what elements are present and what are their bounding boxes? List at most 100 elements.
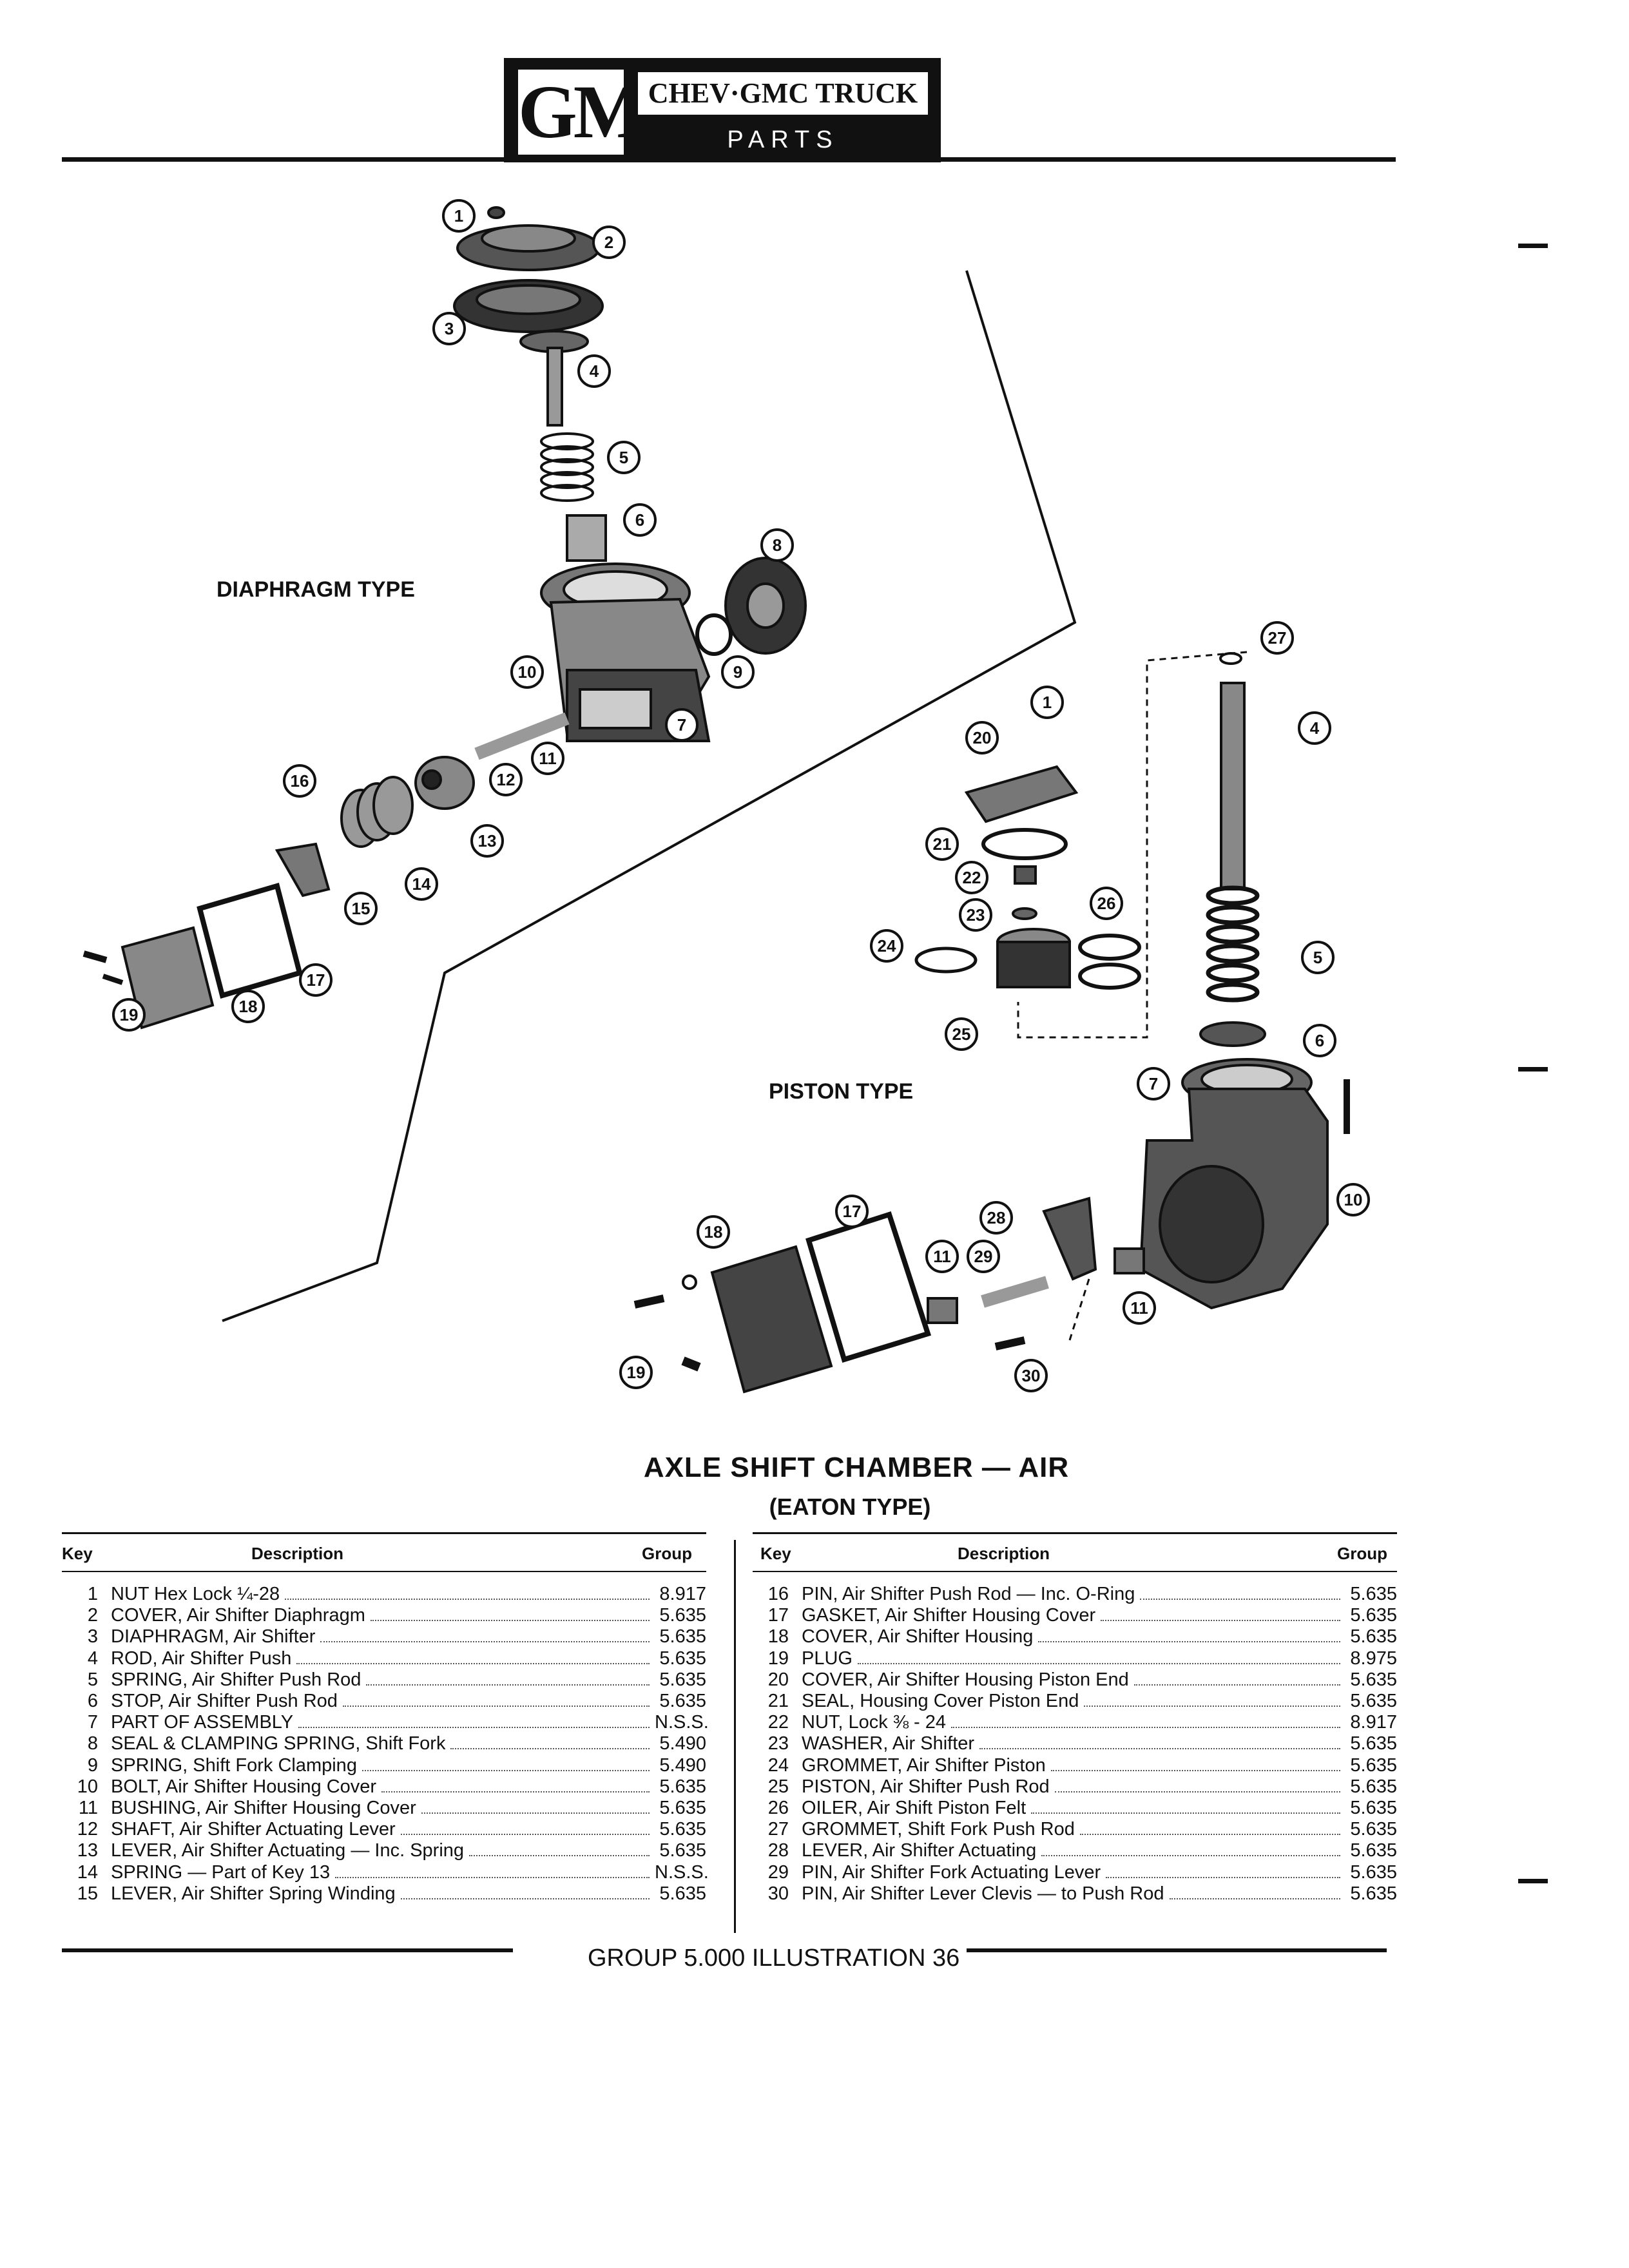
- part-stop: [566, 514, 607, 562]
- callout-p7: 7: [1137, 1067, 1170, 1100]
- svg-text:10: 10: [1344, 1190, 1363, 1209]
- svg-text:7: 7: [1149, 1074, 1158, 1093]
- part-group: 5.635: [659, 1883, 706, 1904]
- part-group: 5.635: [659, 1776, 706, 1797]
- svg-text:1: 1: [1043, 693, 1052, 712]
- part-gasket: [197, 883, 303, 999]
- svg-text:27: 27: [1268, 628, 1287, 648]
- svg-text:4: 4: [1310, 718, 1320, 738]
- part-key: 19: [767, 1648, 789, 1669]
- leader-dots: [1054, 1791, 1340, 1792]
- callout-p19: 19: [619, 1356, 653, 1389]
- part-nut: [487, 206, 505, 219]
- col-header-description: Description: [251, 1544, 344, 1563]
- callout-29: 29: [967, 1240, 1000, 1273]
- callout-27: 27: [1260, 621, 1294, 655]
- part-group: 5.635: [659, 1819, 706, 1840]
- callout-p11b: 11: [1123, 1291, 1156, 1325]
- leader-dots: [469, 1855, 650, 1857]
- part-piston-end-cover: [964, 765, 1079, 823]
- svg-text:5: 5: [619, 448, 628, 467]
- svg-text:11: 11: [539, 749, 557, 768]
- svg-text:30: 30: [1022, 1366, 1041, 1385]
- svg-text:11: 11: [1130, 1298, 1148, 1318]
- part-group: 5.635: [1350, 1626, 1397, 1648]
- part-piston-actuating-lever: [1042, 1196, 1097, 1281]
- brand-title: CHEV·GMC TRUCK: [638, 72, 928, 115]
- page-subtitle: (EATON TYPE): [769, 1494, 931, 1520]
- part-piston-spring: [1206, 885, 1260, 1003]
- piston-type-label: PISTON TYPE: [769, 1079, 914, 1104]
- part-winding-lever: [275, 842, 331, 898]
- callout-8: 8: [760, 528, 794, 562]
- part-key: 6: [87, 1691, 98, 1711]
- part-description: NUT, Lock ⅜ - 24: [802, 1712, 947, 1733]
- part-clevis-pin: [994, 1336, 1026, 1350]
- svg-text:21: 21: [933, 834, 952, 854]
- part-description: OILER, Air Shift Piston Felt: [802, 1798, 1027, 1818]
- part-key: 17: [767, 1605, 789, 1626]
- svg-text:6: 6: [1315, 1031, 1324, 1050]
- header-rule: [62, 157, 1396, 162]
- callout-20: 20: [965, 721, 999, 754]
- part-group: 5.490: [659, 1733, 706, 1754]
- svg-text:13: 13: [478, 831, 497, 850]
- part-key: 4: [87, 1648, 98, 1669]
- callout-22: 22: [955, 861, 988, 894]
- footer-rule-left: [62, 1948, 513, 1952]
- leader-dots: [979, 1748, 1340, 1750]
- callout-p17: 17: [835, 1195, 869, 1228]
- part-key: 24: [767, 1754, 789, 1776]
- part-description: LEVER, Air Shifter Actuating: [802, 1840, 1037, 1861]
- leader-dots: [296, 1662, 650, 1664]
- part-description: LEVER, Air Shifter Actuating — Inc. Spri…: [111, 1840, 465, 1861]
- callout-p6: 6: [1303, 1024, 1336, 1057]
- part-key: 21: [767, 1691, 789, 1711]
- leader-dots: [1031, 1812, 1340, 1814]
- table-header-rule: [62, 1571, 706, 1572]
- part-piston-seal: [981, 828, 1068, 860]
- callout-28: 28: [979, 1201, 1013, 1235]
- part-group: 5.635: [659, 1605, 706, 1626]
- svg-text:3: 3: [445, 319, 454, 338]
- part-description: GROMMET, Shift Fork Push Rod: [802, 1819, 1075, 1840]
- part-washer: [1012, 907, 1037, 920]
- svg-text:2: 2: [604, 233, 613, 252]
- leader-dots: [450, 1748, 650, 1750]
- leader-dots: [342, 1706, 650, 1707]
- part-key: 26: [767, 1798, 789, 1818]
- leader-dots: [857, 1662, 1340, 1664]
- part-key: 9: [87, 1754, 98, 1776]
- svg-text:20: 20: [973, 728, 992, 747]
- callout-markers: 1 2 3 4 5 6 8 10 9 7 11 12 16 13 14 15 1…: [112, 199, 1370, 1392]
- part-key: 1: [87, 1584, 98, 1604]
- leader-dots: [285, 1599, 650, 1600]
- part-description: LEVER, Air Shifter Spring Winding: [111, 1883, 396, 1904]
- part-group: 5.635: [659, 1626, 706, 1648]
- part-piston-housing: [1139, 1058, 1329, 1310]
- part-description: COVER, Air Shifter Housing Piston End: [802, 1669, 1129, 1690]
- part-description: PIN, Air Shifter Lever Clevis — to Push …: [802, 1883, 1164, 1904]
- leader-dots: [320, 1641, 650, 1643]
- part-group: 5.490: [659, 1754, 706, 1776]
- leader-dots: [1140, 1599, 1340, 1600]
- margin-tick: [1518, 1879, 1548, 1883]
- callout-10: 10: [510, 655, 544, 689]
- part-key: 3: [87, 1626, 98, 1648]
- part-group: 5.635: [1350, 1861, 1397, 1883]
